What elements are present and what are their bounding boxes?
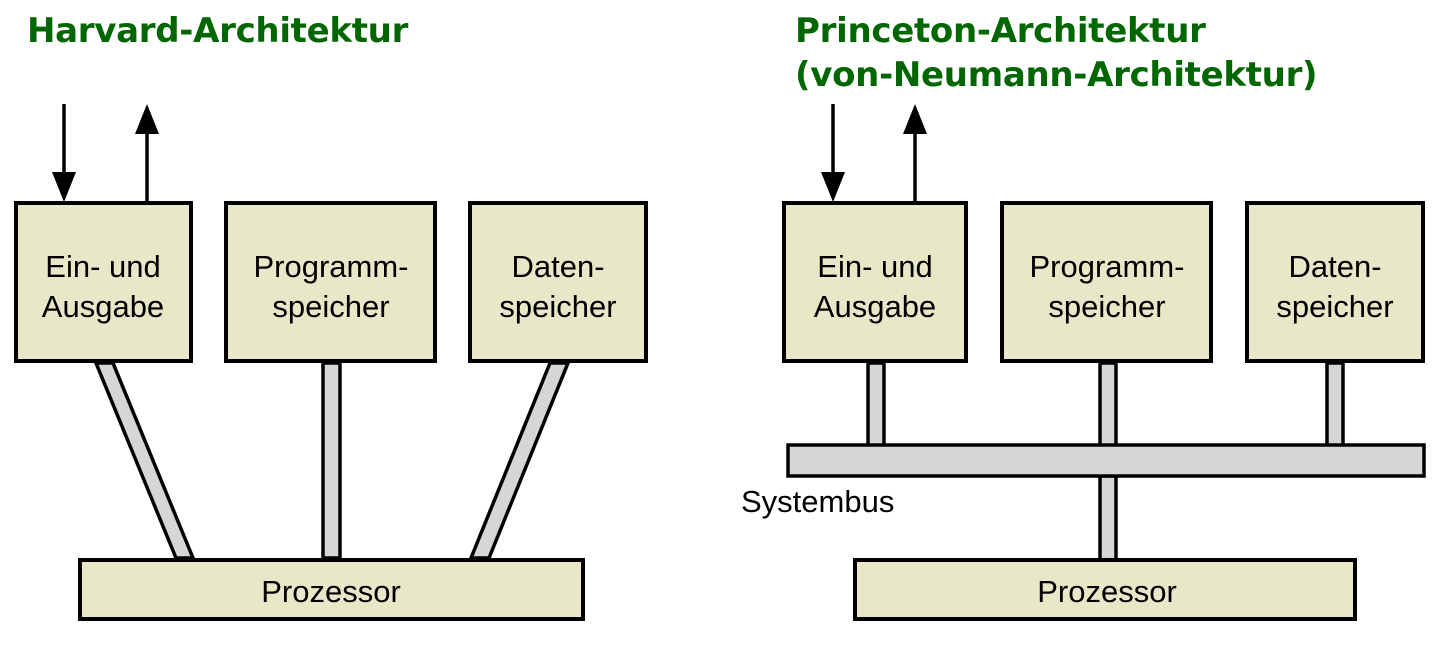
harvard-box-program: Programm- speicher [224, 201, 437, 363]
harvard-box-data-line1: Daten- [511, 249, 604, 284]
princeton-box-io-line1: Ein- und [817, 249, 932, 284]
harvard-connector-io [93, 361, 196, 560]
princeton-connector-data [1325, 361, 1345, 448]
harvard-input-arrow-icon [52, 104, 76, 202]
princeton-title-line2: (von-Neumann-Architektur) [795, 55, 1317, 95]
princeton-system-bus-label: Systembus [741, 484, 894, 519]
princeton-connector-processor [1098, 474, 1118, 562]
harvard-box-io: Ein- und Ausgabe [14, 201, 193, 363]
princeton-box-io: Ein- und Ausgabe [782, 201, 968, 363]
princeton-connector-program [1098, 361, 1118, 448]
harvard-box-program-line1: Programm- [253, 249, 408, 284]
harvard-output-arrow-icon [135, 104, 159, 201]
princeton-system-bus [786, 443, 1426, 478]
princeton-output-arrow-icon [903, 104, 927, 201]
princeton-box-data-line2: speicher [1276, 289, 1393, 324]
harvard-box-data-line2: speicher [499, 289, 616, 324]
princeton-title-line1: Princeton-Architektur [795, 11, 1206, 51]
harvard-connector-program [321, 361, 342, 560]
princeton-diagram-group: Princeton-Architektur (von-Neumann-Archi… [741, 11, 1426, 621]
princeton-processor-label: Prozessor [1037, 574, 1177, 609]
harvard-connector-data [468, 361, 571, 560]
princeton-box-processor: Prozessor [853, 558, 1357, 621]
harvard-box-io-line2: Ausgabe [42, 289, 164, 324]
harvard-processor-label: Prozessor [261, 574, 401, 609]
princeton-box-program-line1: Programm- [1029, 249, 1184, 284]
harvard-box-data: Daten- speicher [468, 201, 648, 363]
harvard-diagram-group: Harvard-Architektur Ein- und Ausgab [14, 11, 648, 621]
princeton-box-program-line2: speicher [1048, 289, 1165, 324]
harvard-box-io-line1: Ein- und [45, 249, 160, 284]
princeton-box-io-line2: Ausgabe [814, 289, 936, 324]
princeton-box-program: Programm- speicher [1000, 201, 1213, 363]
princeton-connector-io [866, 361, 886, 448]
princeton-box-data: Daten- speicher [1245, 201, 1425, 363]
harvard-box-program-line2: speicher [272, 289, 389, 324]
harvard-title: Harvard-Architektur [27, 11, 409, 51]
harvard-box-processor: Prozessor [78, 558, 585, 621]
princeton-box-data-line1: Daten- [1288, 249, 1381, 284]
princeton-input-arrow-icon [821, 104, 845, 202]
